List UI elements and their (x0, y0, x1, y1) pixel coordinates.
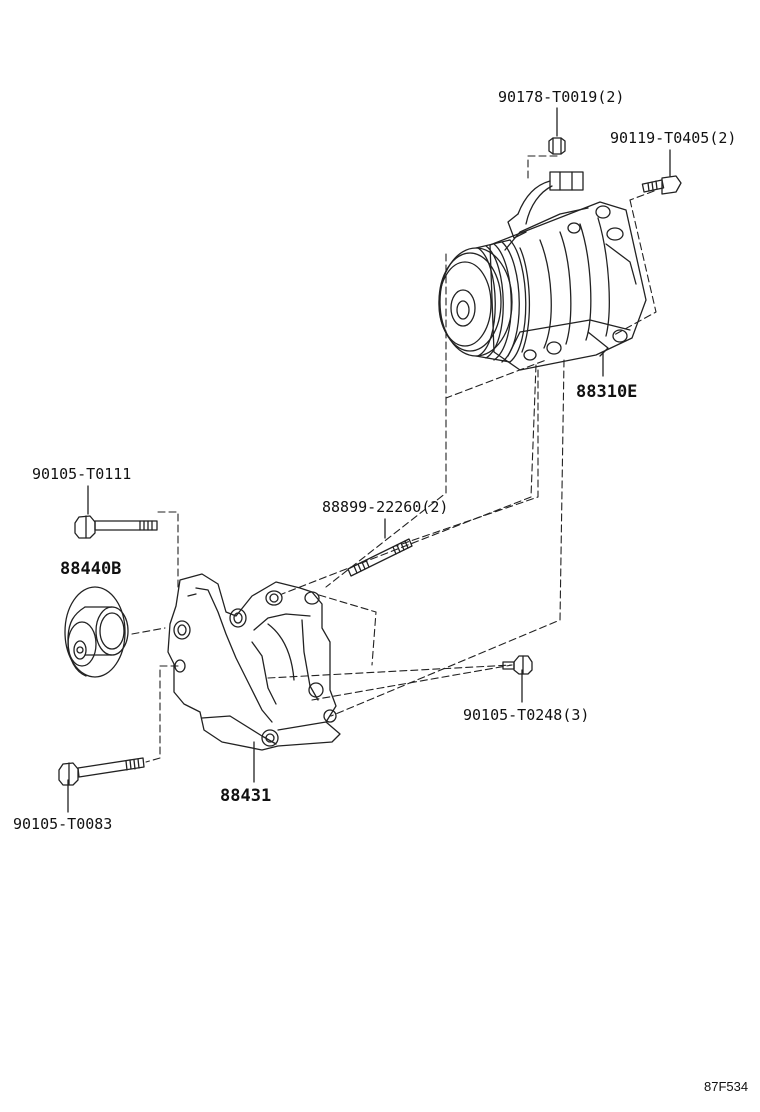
bolt-icon-upper-left (74, 515, 158, 539)
compressor-icon (438, 171, 647, 371)
part-label-90119-T0405[interactable]: 90119-T0405(2) (610, 129, 737, 147)
bolt-icon-lower-left (58, 757, 145, 786)
part-label-90105-T0083[interactable]: 90105-T0083 (13, 815, 113, 833)
part-label-88431[interactable]: 88431 (220, 786, 272, 806)
diagram-code: 87F534 (704, 1079, 749, 1094)
nut-icon (548, 137, 566, 155)
assembly-lines (131, 155, 657, 763)
idler-pulley-icon (64, 586, 129, 678)
part-label-90105-T0248[interactable]: 90105-T0248(3) (463, 706, 590, 724)
bolt-icon-right (502, 655, 533, 675)
part-label-88899-22260[interactable]: 88899-22260(2) (322, 498, 449, 516)
part-label-88310E[interactable]: 88310E (576, 382, 638, 402)
bolt-icon-upper-right (641, 175, 682, 195)
bracket-icon (167, 573, 341, 751)
part-label-90105-T0111[interactable]: 90105-T0111 (32, 465, 132, 483)
part-label-90178-T0019[interactable]: 90178-T0019(2) (498, 88, 625, 106)
stud-icon (347, 538, 413, 577)
part-label-88440B[interactable]: 88440B (60, 559, 122, 579)
